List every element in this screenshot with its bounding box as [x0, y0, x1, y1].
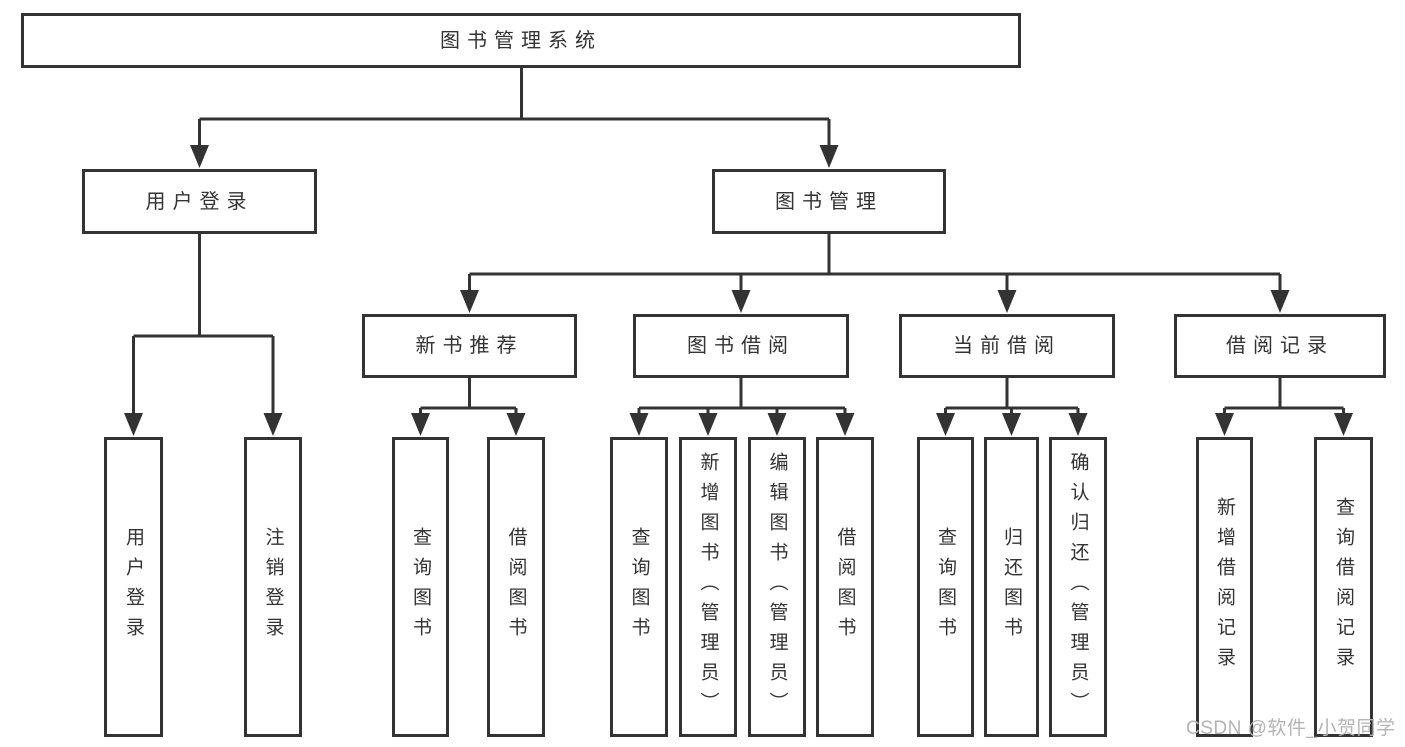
node-borrow-records: 借阅记录 — [1174, 314, 1386, 378]
node-current-borrow: 当前借阅 — [899, 314, 1115, 378]
arrowhead-icon — [997, 290, 1017, 313]
arrowhead-icon — [1215, 413, 1234, 436]
node-label: 用户登录 — [145, 190, 254, 213]
arrowhead-icon — [1334, 413, 1353, 436]
arrowhead-icon — [835, 413, 855, 436]
node-label: 图书借阅 — [687, 335, 795, 357]
leaf-borrow-add-books-admin: 新增图书（管理员） — [679, 437, 737, 737]
connector-root — [190, 66, 839, 168]
connector-new-book-recommend — [411, 378, 526, 436]
leaf-user-login: 用户登录 — [104, 437, 163, 737]
node-label: 查询借阅记录 — [1333, 497, 1354, 677]
leaf-current-return-books: 归还图书 — [984, 437, 1039, 737]
arrowhead-icon — [1270, 290, 1290, 313]
connector-book-borrow — [629, 378, 855, 436]
arrowhead-icon — [936, 413, 955, 436]
node-label: 图书管理系统 — [440, 29, 602, 52]
node-label: 借阅图书 — [834, 527, 856, 647]
node-label: 图书管理 — [775, 190, 883, 213]
leaf-recommend-query-books: 查询图书 — [392, 437, 449, 737]
arrowhead-icon — [124, 413, 143, 436]
node-label: 查询图书 — [628, 527, 650, 647]
arrowhead-icon — [767, 413, 787, 436]
node-new-book-recommend: 新书推荐 — [362, 314, 577, 378]
connector-user-login — [124, 234, 283, 436]
leaf-borrow-query-books: 查询图书 — [610, 437, 668, 737]
node-label: 当前借阅 — [953, 335, 1061, 357]
arrowhead-icon — [263, 413, 283, 436]
arrowhead-icon — [190, 145, 209, 168]
leaf-current-confirm-return-admin: 确认归还（管理员） — [1049, 437, 1107, 737]
node-label: 新增图书（管理员） — [697, 452, 719, 722]
node-label: 新增借阅记录 — [1214, 497, 1235, 677]
arrowhead-icon — [1068, 413, 1088, 436]
leaf-borrow-borrow-books: 借阅图书 — [816, 437, 874, 737]
arrowhead-icon — [819, 145, 839, 168]
node-label: 借阅记录 — [1226, 335, 1334, 357]
node-label: 新书推荐 — [415, 335, 524, 357]
node-label: 查询图书 — [410, 527, 431, 647]
node-user-login: 用户登录 — [82, 169, 317, 234]
node-label: 编辑图书（管理员） — [766, 452, 788, 722]
node-label: 注销登录 — [262, 527, 284, 647]
node-root: 图书管理系统 — [21, 13, 1021, 68]
arrowhead-icon — [629, 413, 649, 436]
node-book-borrow: 图书借阅 — [633, 314, 849, 378]
node-label: 确认归还（管理员） — [1067, 452, 1089, 722]
arrowhead-icon — [411, 413, 430, 436]
node-label: 借阅图书 — [505, 527, 527, 647]
connector-book-management — [460, 234, 1290, 313]
leaf-records-query-borrow-record: 查询借阅记录 — [1314, 437, 1373, 737]
arrowhead-icon — [506, 413, 526, 436]
arrowhead-icon — [1002, 413, 1021, 436]
node-label: 查询图书 — [935, 527, 956, 647]
leaf-logout-login: 注销登录 — [244, 437, 302, 737]
connector-current-borrow — [936, 378, 1088, 436]
leaf-current-query-books: 查询图书 — [917, 437, 974, 737]
connector-borrow-records — [1215, 378, 1353, 436]
leaf-recommend-borrow-books: 借阅图书 — [487, 437, 545, 737]
node-book-management: 图书管理 — [712, 169, 946, 234]
arrowhead-icon — [731, 290, 751, 313]
arrowhead-icon — [698, 413, 718, 436]
csdn-watermark: CSDN @软件_小贺同学 — [1186, 718, 1396, 739]
leaf-borrow-edit-books-admin: 编辑图书（管理员） — [748, 437, 806, 737]
node-label: 归还图书 — [1001, 527, 1022, 647]
arrowhead-icon — [460, 290, 479, 313]
node-label: 用户登录 — [123, 527, 144, 647]
leaf-records-add-borrow-record: 新增借阅记录 — [1196, 437, 1253, 737]
